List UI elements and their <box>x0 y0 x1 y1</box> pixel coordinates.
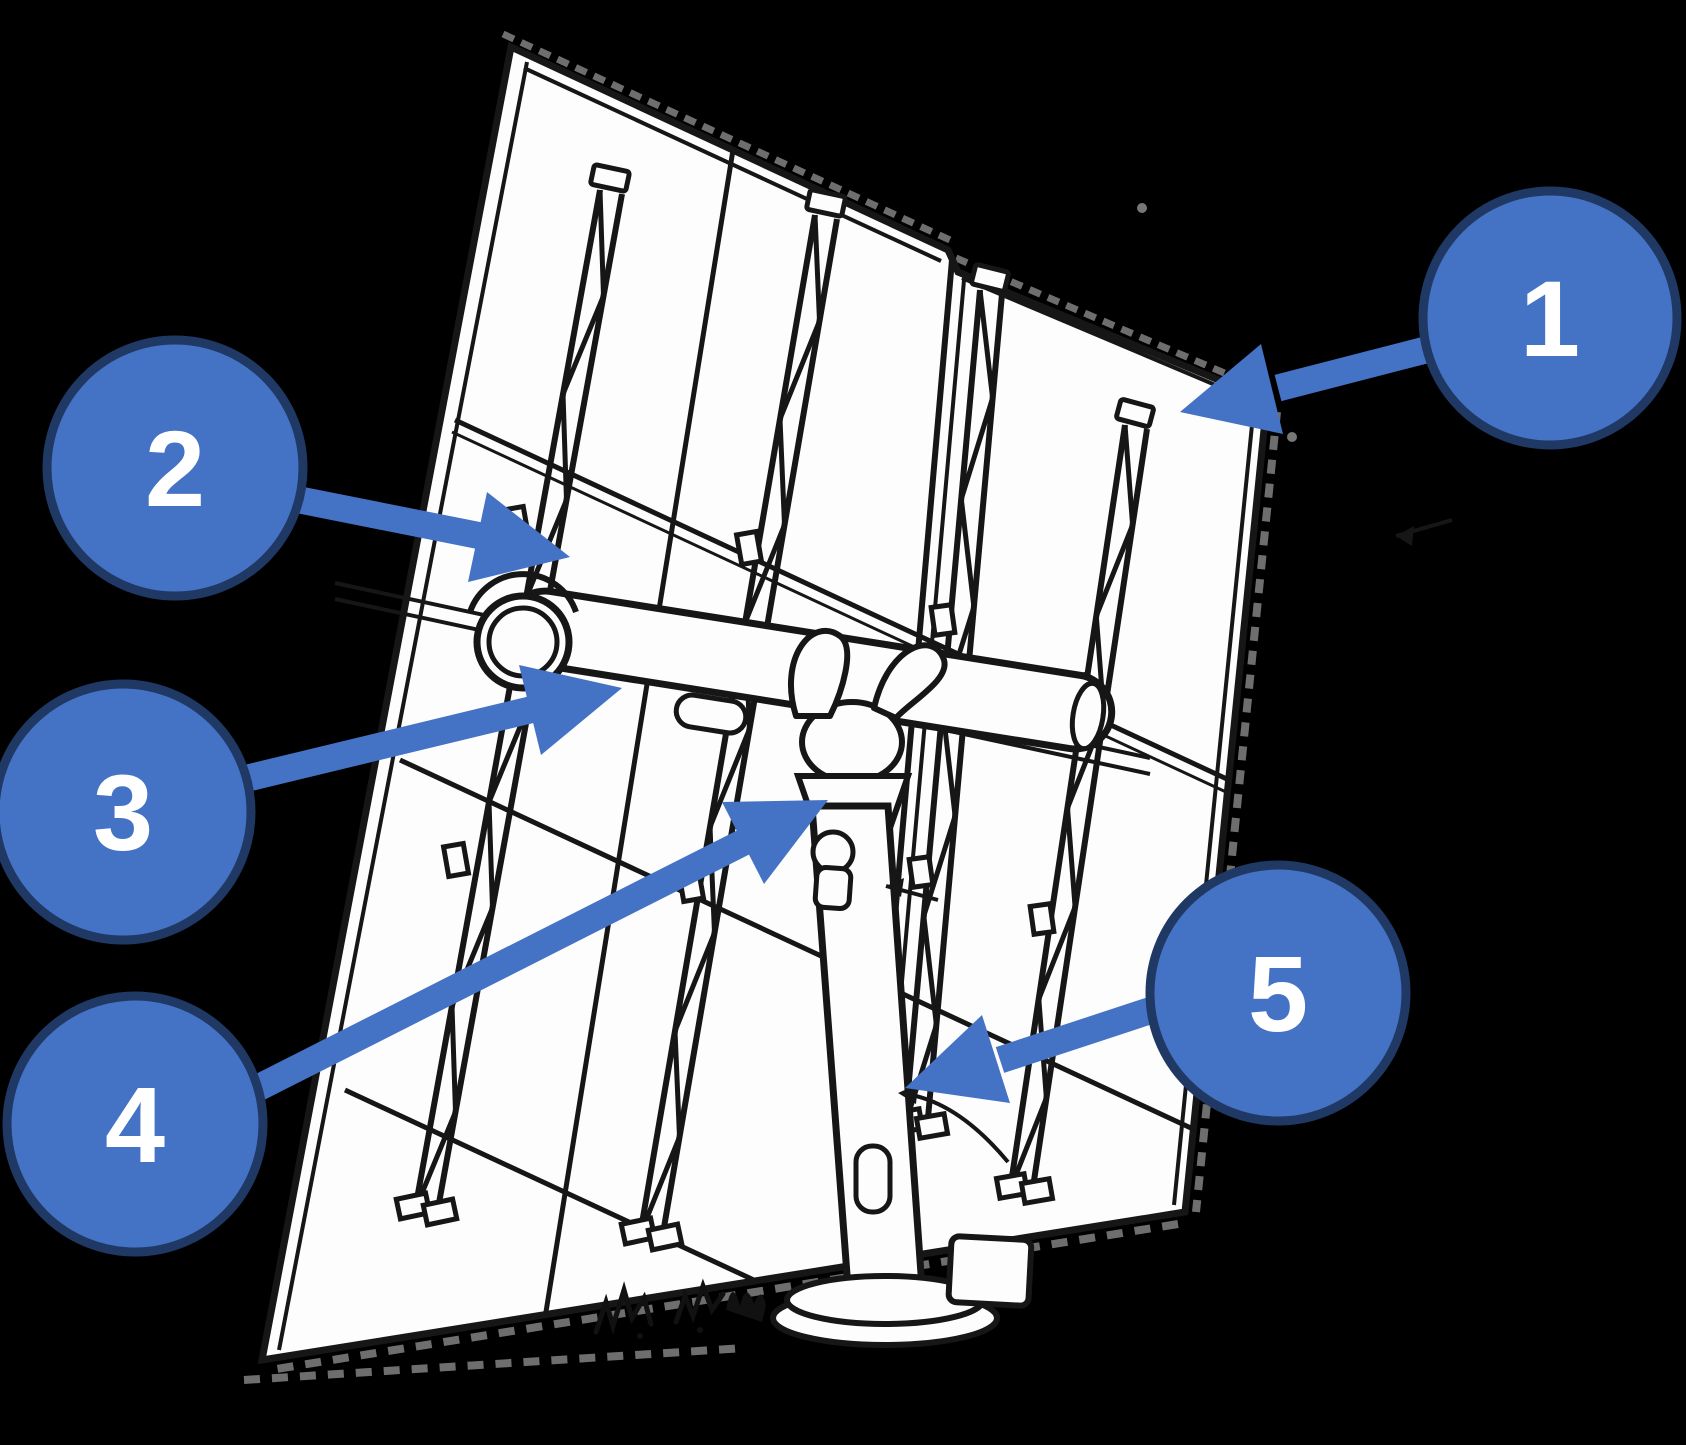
callout-label-3: 3 <box>93 752 153 873</box>
base-flange <box>770 1233 1035 1348</box>
callout-arrow-1-icon <box>1180 331 1449 434</box>
leader-arrows <box>885 203 1453 1164</box>
callout-label-2: 2 <box>145 408 205 529</box>
callout-arrows <box>243 331 1449 1105</box>
callout-label-4: 4 <box>105 1064 165 1185</box>
callout-circle-1 <box>1418 186 1682 450</box>
callout-arrow-5-icon <box>905 997 1157 1103</box>
callout-arrow-4-icon <box>243 800 828 1105</box>
pedestal-column <box>808 802 926 1292</box>
callout-circle-3 <box>0 679 256 945</box>
callout-arrow-2-icon <box>287 484 570 582</box>
callout-arrow-3-icon <box>244 665 622 792</box>
callout-label-1: 1 <box>1520 258 1580 379</box>
callout-circle-2 <box>42 335 308 601</box>
top-edge-shadow <box>501 30 952 244</box>
grass <box>243 1278 766 1384</box>
callout-circles: 1 2 3 4 5 <box>0 186 1682 1257</box>
callout-circle-4 <box>2 991 268 1257</box>
callout-label-5: 5 <box>1248 933 1308 1054</box>
callout-circle-5 <box>1145 860 1411 1126</box>
